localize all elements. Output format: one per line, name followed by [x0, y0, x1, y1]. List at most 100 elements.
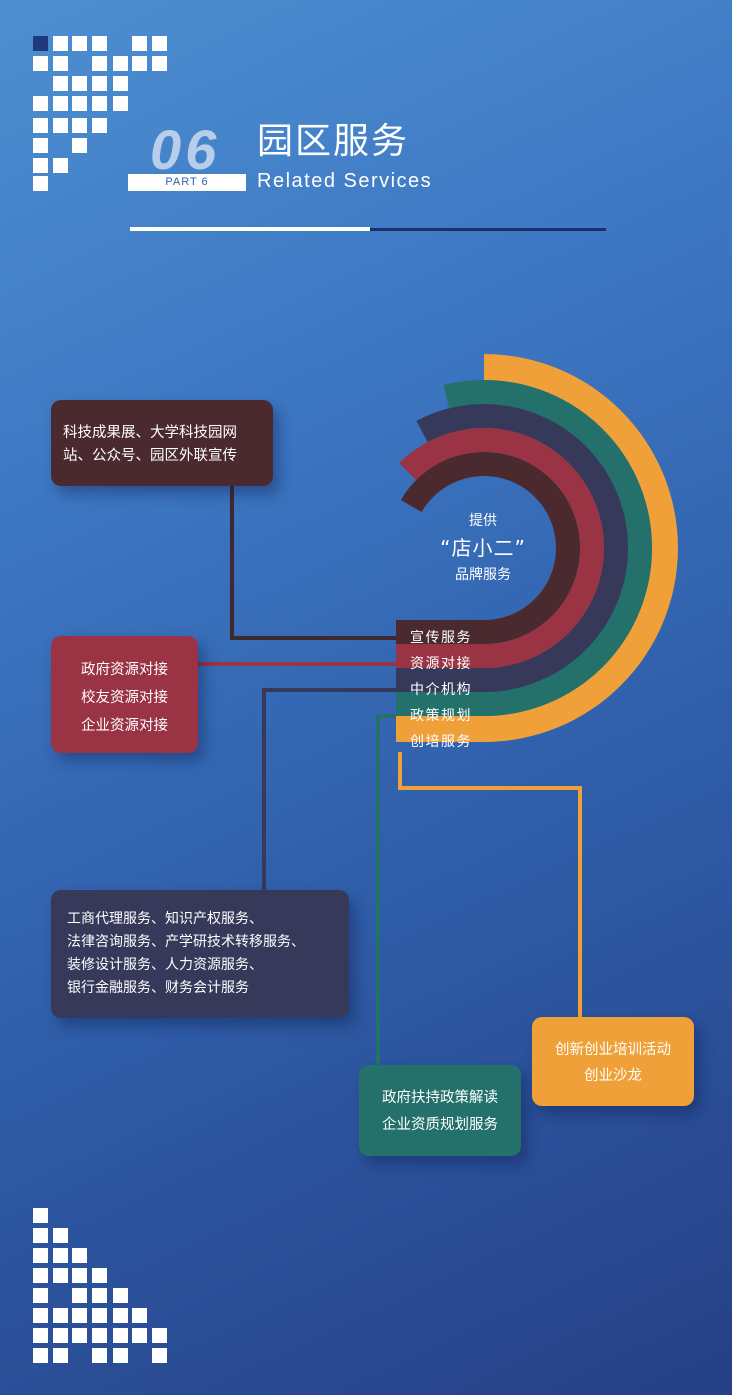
detail-line: 创新创业培训活动 [555, 1042, 671, 1058]
service-label-policy: 政策规划 [410, 708, 472, 724]
pixel-square [113, 1308, 128, 1323]
pixel-square [152, 56, 167, 71]
connector-training [398, 752, 582, 1020]
detail-box-resources: 政府资源对接 校友资源对接 企业资源对接 [51, 636, 198, 753]
pixel-square [53, 158, 68, 173]
pixel-square [53, 96, 68, 111]
pixel-square [113, 1328, 128, 1343]
detail-line: 创业沙龙 [584, 1068, 642, 1084]
pixel-square [33, 176, 48, 191]
connector-policy [376, 714, 400, 1067]
pixel-square [53, 56, 68, 71]
detail-line: 校友资源对接 [81, 690, 168, 706]
detail-line: 科技成果展、大学科技园网 [63, 425, 237, 441]
detail-line: 装修设计服务、人力资源服务、 [67, 957, 263, 973]
pixel-square [92, 118, 107, 133]
pixel-square [72, 1328, 87, 1343]
pixel-square [92, 1328, 107, 1343]
pixel-square [92, 76, 107, 91]
center-line-2: “店小二” [440, 536, 526, 560]
pixel-square [33, 1328, 48, 1343]
pixel-square [53, 1228, 68, 1243]
pixel-square [53, 1308, 68, 1323]
detail-line: 政府扶持政策解读 [382, 1090, 498, 1106]
pixel-square [33, 1248, 48, 1263]
pixel-square [132, 1308, 147, 1323]
pixel-square [53, 1348, 68, 1363]
pixel-square [33, 56, 48, 71]
service-label-training: 创培服务 [410, 734, 472, 750]
header-divider-light [130, 227, 370, 231]
pixel-square [132, 1328, 147, 1343]
pixel-square [72, 76, 87, 91]
pixel-square [53, 1248, 68, 1263]
pixel-square [113, 1288, 128, 1303]
connector-publicity [230, 486, 400, 640]
pixel-square [92, 1268, 107, 1283]
pixel-square [33, 1348, 48, 1363]
service-label-agency: 中介机构 [410, 682, 472, 698]
detail-box-publicity: 科技成果展、大学科技园网 站、公众号、园区外联宣传 [51, 400, 273, 486]
pixel-square [92, 1288, 107, 1303]
pixel-square [33, 1288, 48, 1303]
part-number: 06 [150, 118, 221, 181]
pixel-square [72, 118, 87, 133]
detail-line: 企业资源对接 [81, 718, 168, 734]
detail-box-policy: 政府扶持政策解读 企业资质规划服务 [359, 1065, 521, 1156]
pixel-square [72, 96, 87, 111]
pixel-square [33, 1308, 48, 1323]
service-label-publicity: 宣传服务 [410, 630, 472, 646]
pixel-square [132, 56, 147, 71]
pixel-square [152, 1328, 167, 1343]
pixel-square [53, 36, 68, 51]
center-line-1: 提供 [469, 513, 497, 529]
page-title: 园区服务 [257, 121, 410, 162]
center-caption: 提供 “店小二” 品牌服务 [420, 510, 546, 586]
page-subtitle: Related Services [257, 170, 433, 192]
detail-line: 站、公众号、园区外联宣传 [63, 448, 237, 464]
center-line-3: 品牌服务 [455, 567, 511, 583]
pixel-square [132, 36, 147, 51]
pixel-square [53, 1328, 68, 1343]
pixel-square [53, 1268, 68, 1283]
service-ring-0 [396, 452, 580, 644]
pixel-square [33, 158, 48, 173]
pixel-square [92, 1348, 107, 1363]
connector-agency [262, 688, 400, 890]
service-label-resources: 资源对接 [410, 656, 472, 672]
detail-line: 政府资源对接 [81, 662, 168, 678]
detail-line: 银行金融服务、财务会计服务 [67, 980, 249, 996]
pixel-square [72, 1268, 87, 1283]
pixel-square [33, 1208, 48, 1223]
pixel-square [33, 96, 48, 111]
pixel-square [92, 56, 107, 71]
pixel-square [33, 36, 48, 51]
detail-line: 法律咨询服务、产学研技术转移服务、 [67, 934, 305, 950]
pixel-square [113, 96, 128, 111]
pixel-square [92, 36, 107, 51]
header-divider-dark [370, 228, 606, 231]
pixel-square [33, 1268, 48, 1283]
pixel-square [53, 76, 68, 91]
pixel-square [152, 1348, 167, 1363]
pixel-square [113, 1348, 128, 1363]
pixel-square [92, 1308, 107, 1323]
pixel-square [72, 1248, 87, 1263]
pixel-square [113, 56, 128, 71]
pixel-square [152, 36, 167, 51]
pixel-square [72, 36, 87, 51]
pixel-square [33, 1228, 48, 1243]
detail-line: 工商代理服务、知识产权服务、 [67, 911, 263, 927]
pixel-square [72, 138, 87, 153]
detail-box-agency: 工商代理服务、知识产权服务、 法律咨询服务、产学研技术转移服务、 装修设计服务、… [51, 890, 349, 1018]
pixel-square [92, 96, 107, 111]
pixel-square [113, 76, 128, 91]
pixel-square [33, 118, 48, 133]
pixel-square [33, 138, 48, 153]
pixel-square [53, 118, 68, 133]
detail-line: 企业资质规划服务 [382, 1117, 498, 1133]
part-tag: PART 6 [128, 174, 246, 191]
detail-box-training: 创新创业培训活动 创业沙龙 [532, 1017, 694, 1106]
pixel-square [72, 1308, 87, 1323]
